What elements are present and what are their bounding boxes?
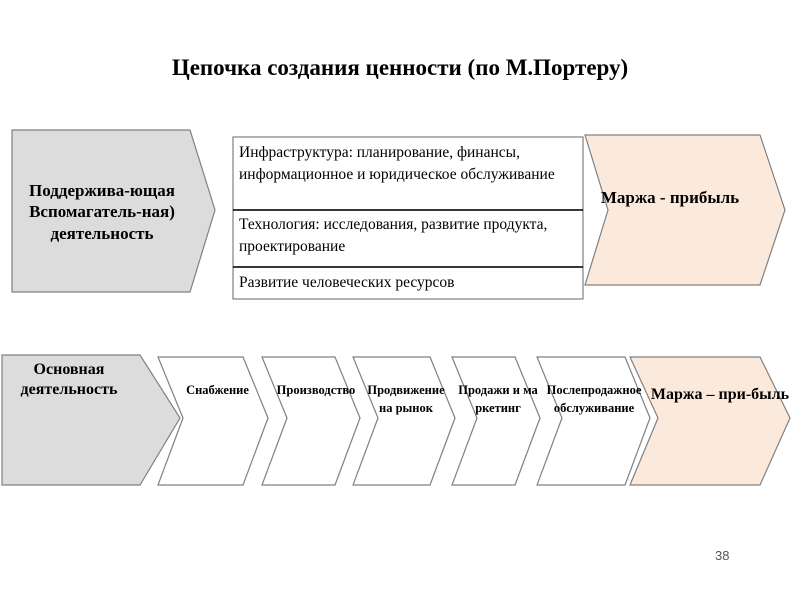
- stage-label-5: Послепродажное обслуживание: [546, 383, 642, 415]
- margin-chevron-top: [584, 134, 786, 286]
- margin-bottom-label: Маржа – при-быль: [650, 386, 790, 403]
- stage-chevron-5: [536, 356, 651, 486]
- support-activity-arrow: [11, 129, 216, 293]
- stage-chevron-1: [157, 356, 269, 486]
- page-number: 38: [715, 548, 730, 563]
- stage-label-1: Снабжение: [186, 383, 249, 397]
- margin-chevron-bottom: [629, 356, 791, 486]
- infrastructure-box: [232, 136, 584, 211]
- infrastructure-text: Инфраструктура: планирование, финансы, и…: [239, 144, 555, 183]
- page-title: Цепочка создания ценности (по М.Портеру): [171, 55, 629, 80]
- support-activity-label: Поддержива-ющая Вспомагатель-ная) деятел…: [29, 181, 175, 243]
- stage-label-3: Продвижение на рынок: [367, 383, 445, 415]
- stage-chevron-4: [451, 356, 541, 486]
- stage-label-4: Продажи и маркетинг: [458, 383, 538, 415]
- technology-text: Технология: исследования, развитие проду…: [239, 216, 548, 255]
- hr-text: Развитие человеческих ресурсов: [239, 274, 455, 291]
- primary-activity-arrow: [1, 354, 181, 486]
- stage-label-2: Производство: [276, 383, 356, 397]
- hr-box: [232, 266, 584, 300]
- stage-chevron-2: [261, 356, 361, 486]
- margin-top-label: Маржа - прибыль: [600, 187, 740, 207]
- primary-activity-label: Основная деятельность: [20, 361, 118, 398]
- stage-chevron-3: [352, 356, 456, 486]
